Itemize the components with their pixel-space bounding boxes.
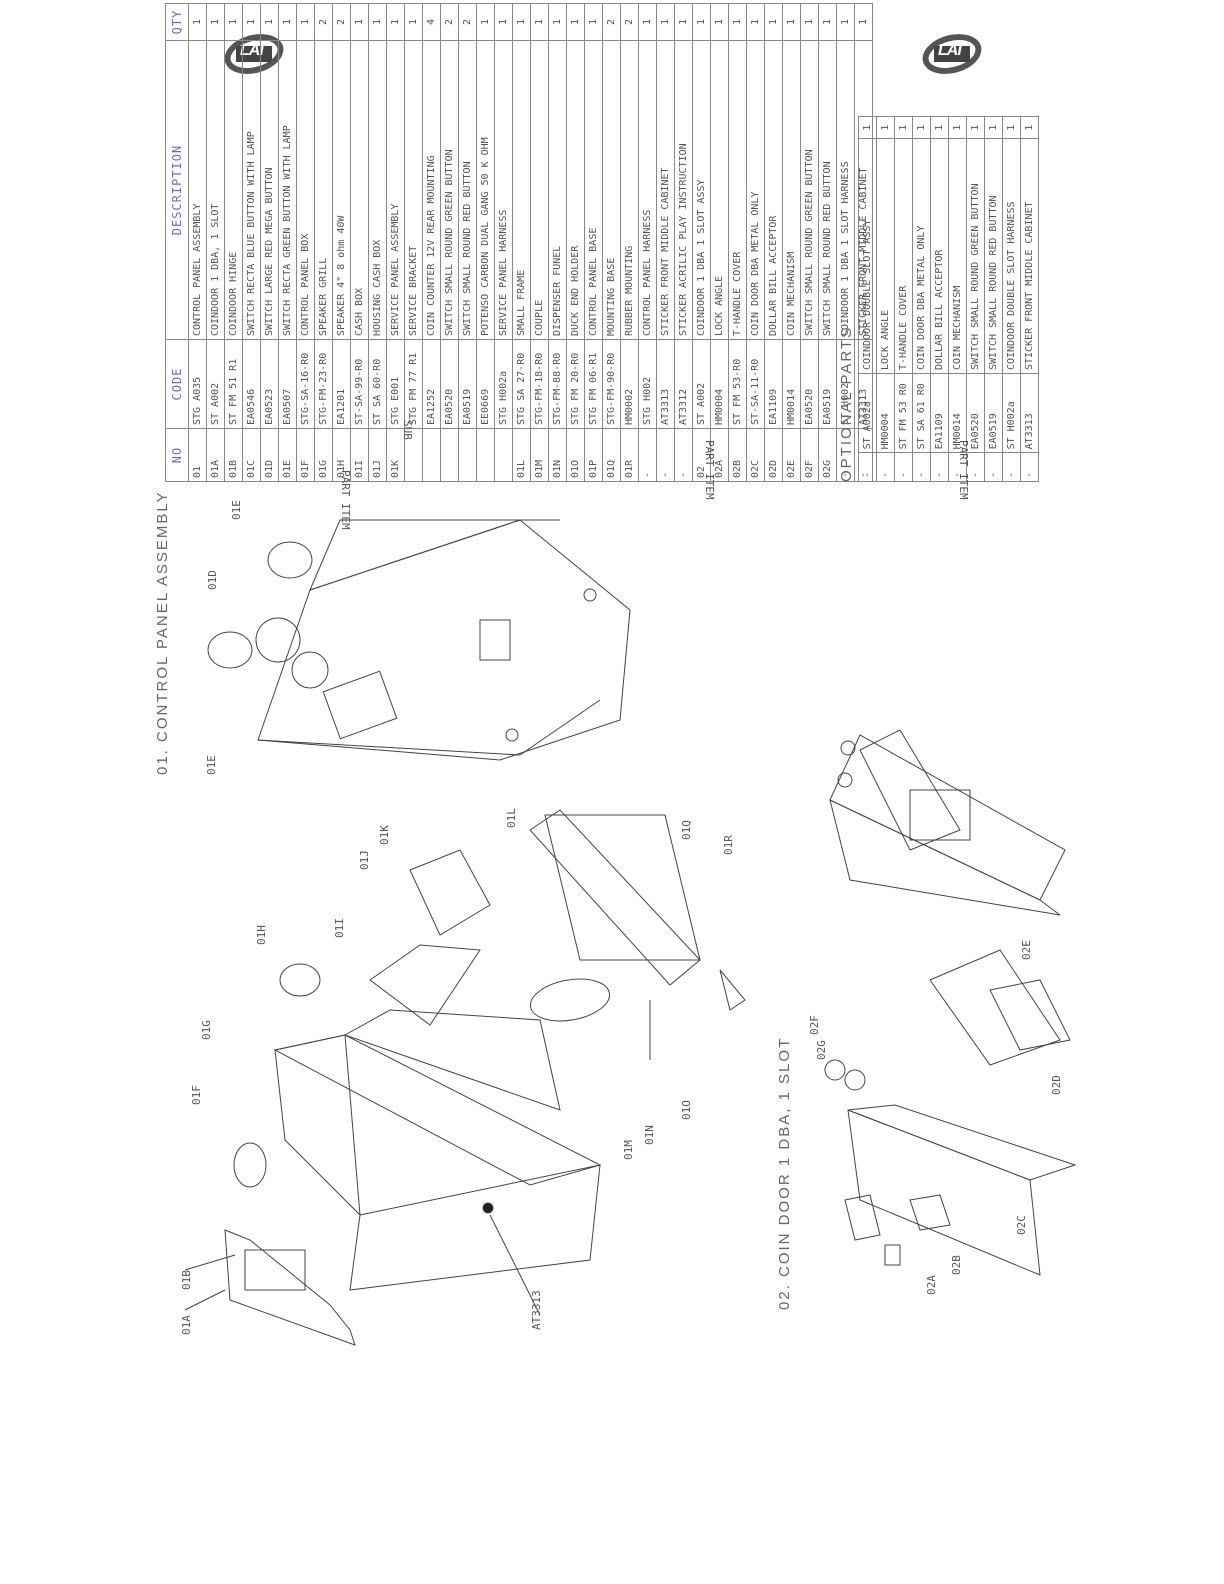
exploded-control-panel-drawing bbox=[184, 809, 746, 1346]
callout-01L: 01L bbox=[505, 808, 518, 828]
logo-text: LAI bbox=[938, 42, 962, 59]
callout-01I: 01I bbox=[333, 918, 346, 938]
callout-01D: 01D bbox=[206, 570, 219, 590]
callout-02B: 02B bbox=[950, 1255, 963, 1275]
callout-01G: 01G bbox=[200, 1020, 213, 1040]
callout-01Q: 01Q bbox=[680, 820, 693, 840]
callout-01R: 01R bbox=[722, 835, 735, 855]
callout-01J: 01J bbox=[358, 850, 371, 870]
callout-01A: 01A bbox=[180, 1315, 193, 1335]
assembled-cabinet-drawing bbox=[207, 519, 631, 761]
coin-door-exploded-drawing bbox=[824, 949, 1077, 1276]
callout-02C: 02C bbox=[1015, 1215, 1028, 1235]
callout-01M: 01M bbox=[622, 1140, 635, 1160]
callout-02G: 02G bbox=[815, 1040, 828, 1060]
callout-02F: 02F bbox=[808, 1015, 821, 1035]
callout-01E-a: 01E bbox=[205, 755, 218, 775]
callout-02E: 02E bbox=[1020, 940, 1033, 960]
callout-01N: 01N bbox=[643, 1125, 656, 1145]
callout-01H: 01H bbox=[255, 925, 268, 945]
brand-logo-right: LAI bbox=[920, 32, 984, 76]
coin-door-assembled-drawing bbox=[829, 729, 1066, 916]
callout-01B: 01B bbox=[180, 1270, 193, 1290]
callout-02A: 02A bbox=[925, 1275, 938, 1295]
callout-01F: 01F bbox=[190, 1085, 203, 1105]
callout-AT3313: AT3313 bbox=[530, 1290, 543, 1330]
brand-logo-left: LAI bbox=[222, 32, 286, 76]
callout-01K: 01K bbox=[378, 825, 391, 845]
logo-text: LAI bbox=[240, 42, 264, 59]
callout-01E-b: 01E bbox=[230, 500, 243, 520]
callout-02D: 02D bbox=[1050, 1075, 1063, 1095]
callout-01O: 01O bbox=[680, 1100, 693, 1120]
